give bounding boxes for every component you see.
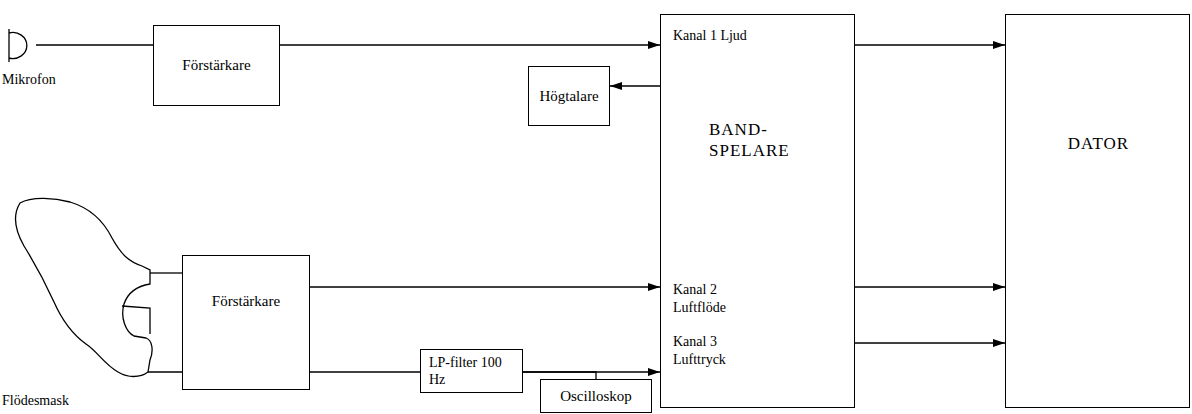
node-text: Kanal 1 Ljud	[673, 27, 747, 45]
process-box: Förstärkare	[153, 25, 280, 106]
signal-connector	[855, 286, 1005, 287]
process-box: LP-filter 100 Hz	[420, 349, 523, 393]
node-text: BAND- SPELARE	[709, 119, 819, 162]
node-text: Högtalare	[539, 87, 598, 106]
node-text: DATOR	[1006, 133, 1191, 154]
node-text: Förstärkare	[182, 56, 250, 75]
recorder-box: Kanal 1 LjudBAND- SPELARE Kanal 2 Luftflö…	[660, 14, 855, 408]
signal-connector	[855, 44, 1005, 45]
part-label: Flödesmask	[2, 393, 69, 410]
microphone-symbol	[9, 29, 153, 62]
node-text: Kanal 3 Lufttryck	[673, 333, 753, 368]
process-box: Förstärkare	[182, 255, 310, 390]
node-text: LP-filter 100 Hz	[429, 354, 507, 389]
computer-box: DATOR	[1005, 14, 1190, 408]
signal-connector	[610, 85, 660, 86]
node-text: Förstärkare	[212, 292, 280, 311]
node-text: Kanal 2 Luftflöde	[673, 281, 753, 316]
signal-connector	[310, 286, 660, 287]
signal-connector	[523, 372, 596, 379]
process-box: Oscilloskop	[540, 379, 652, 413]
signal-connector	[310, 371, 420, 372]
flow-mask-symbol	[16, 198, 182, 376]
part-label: Mikrofon	[2, 72, 56, 89]
signal-connector	[855, 342, 1005, 343]
node-text: Oscilloskop	[560, 387, 632, 406]
process-box: Högtalare	[528, 66, 610, 126]
signal-connector	[280, 44, 660, 45]
